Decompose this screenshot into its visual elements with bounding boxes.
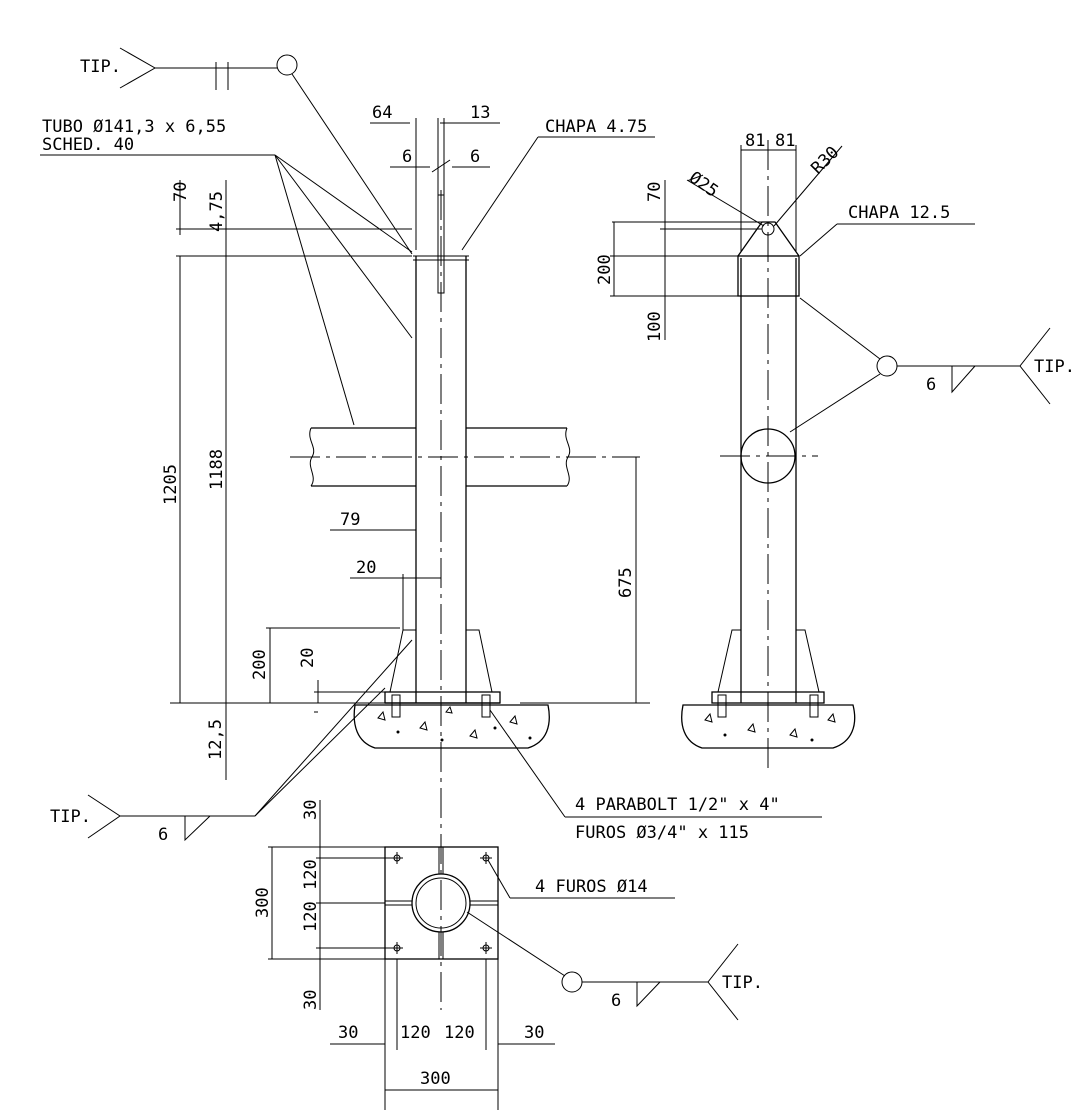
base-dim-120b: 120 [301,901,321,932]
dim-70: 70 [171,182,191,202]
parabolt-label-line1: 4 PARABOLT 1/2" x 4" [575,795,780,815]
chapa-475-label: CHAPA 4.75 [545,117,647,137]
dim-6b: 6 [470,147,480,167]
chapa-125-label: CHAPA 12.5 [848,203,950,223]
dim-6a: 6 [402,147,412,167]
base-dim-30-right: 30 [524,1023,544,1043]
base-dim-300-horizontal: 300 [420,1069,451,1089]
dim-13: 13 [470,103,490,123]
front-elevation [290,190,640,1010]
dim-1188: 1188 [207,449,227,490]
base-dim-30-top: 30 [301,800,321,820]
tip-right-label: TIP. [1034,357,1075,377]
dim-675: 675 [616,567,636,598]
dim-20-vertical: 20 [298,648,318,668]
base-dim-120-left: 120 [400,1023,431,1043]
side-dimensions: 81 81 R30 Ø25 70 200 100 [595,131,843,342]
base-dim-30-left: 30 [338,1023,358,1043]
side-dim-70: 70 [645,182,665,202]
leaders [40,47,1051,1021]
dim-200: 200 [250,649,270,680]
side-dim-100: 100 [645,311,665,342]
dim-1205: 1205 [161,464,181,505]
side-dim-d25: Ø25 [685,168,722,202]
annotation-texts: TIP. TUBO Ø141,3 x 6,55 SCHED. 40 CHAPA … [42,57,1075,1011]
base-dimensions: 30 120 120 300 30 30 120 120 30 300 [253,800,555,1110]
front-dimension-texts: 64 13 6 6 70 4,75 1205 1188 79 20 200 20… [161,103,636,760]
tip-top-label: TIP. [80,57,121,77]
dim-64: 64 [372,103,392,123]
tip-bottom-label: TIP. [722,973,763,993]
side-dim-r30: R30 [807,143,843,179]
weld-left-size: 6 [158,825,168,845]
dim-20-horizontal: 20 [356,558,376,578]
weld-bottom-size: 6 [611,991,621,1011]
weld-right-size: 6 [926,375,936,395]
tube-label-line1: TUBO Ø141,3 x 6,55 [42,117,226,137]
side-dim-81a: 81 [745,131,765,151]
parabolt-label-line2: FUROS Ø3/4" x 115 [575,823,749,843]
dim-4-75: 4,75 [207,191,227,232]
dim-79: 79 [340,510,360,530]
tip-left-label: TIP. [50,807,91,827]
front-dimensions [170,118,650,780]
base-dim-120a: 120 [301,859,321,890]
base-dim-120-right: 120 [444,1023,475,1043]
base-dim-300-vertical: 300 [253,887,273,918]
dim-12-5: 12,5 [206,719,226,760]
side-dim-200: 200 [595,254,615,285]
furos-label: 4 FUROS Ø14 [535,877,648,897]
base-dim-30-bottom: 30 [301,990,321,1010]
tube-label-line2: SCHED. 40 [42,135,134,155]
side-elevation [610,140,856,770]
side-dim-81b: 81 [775,131,795,151]
